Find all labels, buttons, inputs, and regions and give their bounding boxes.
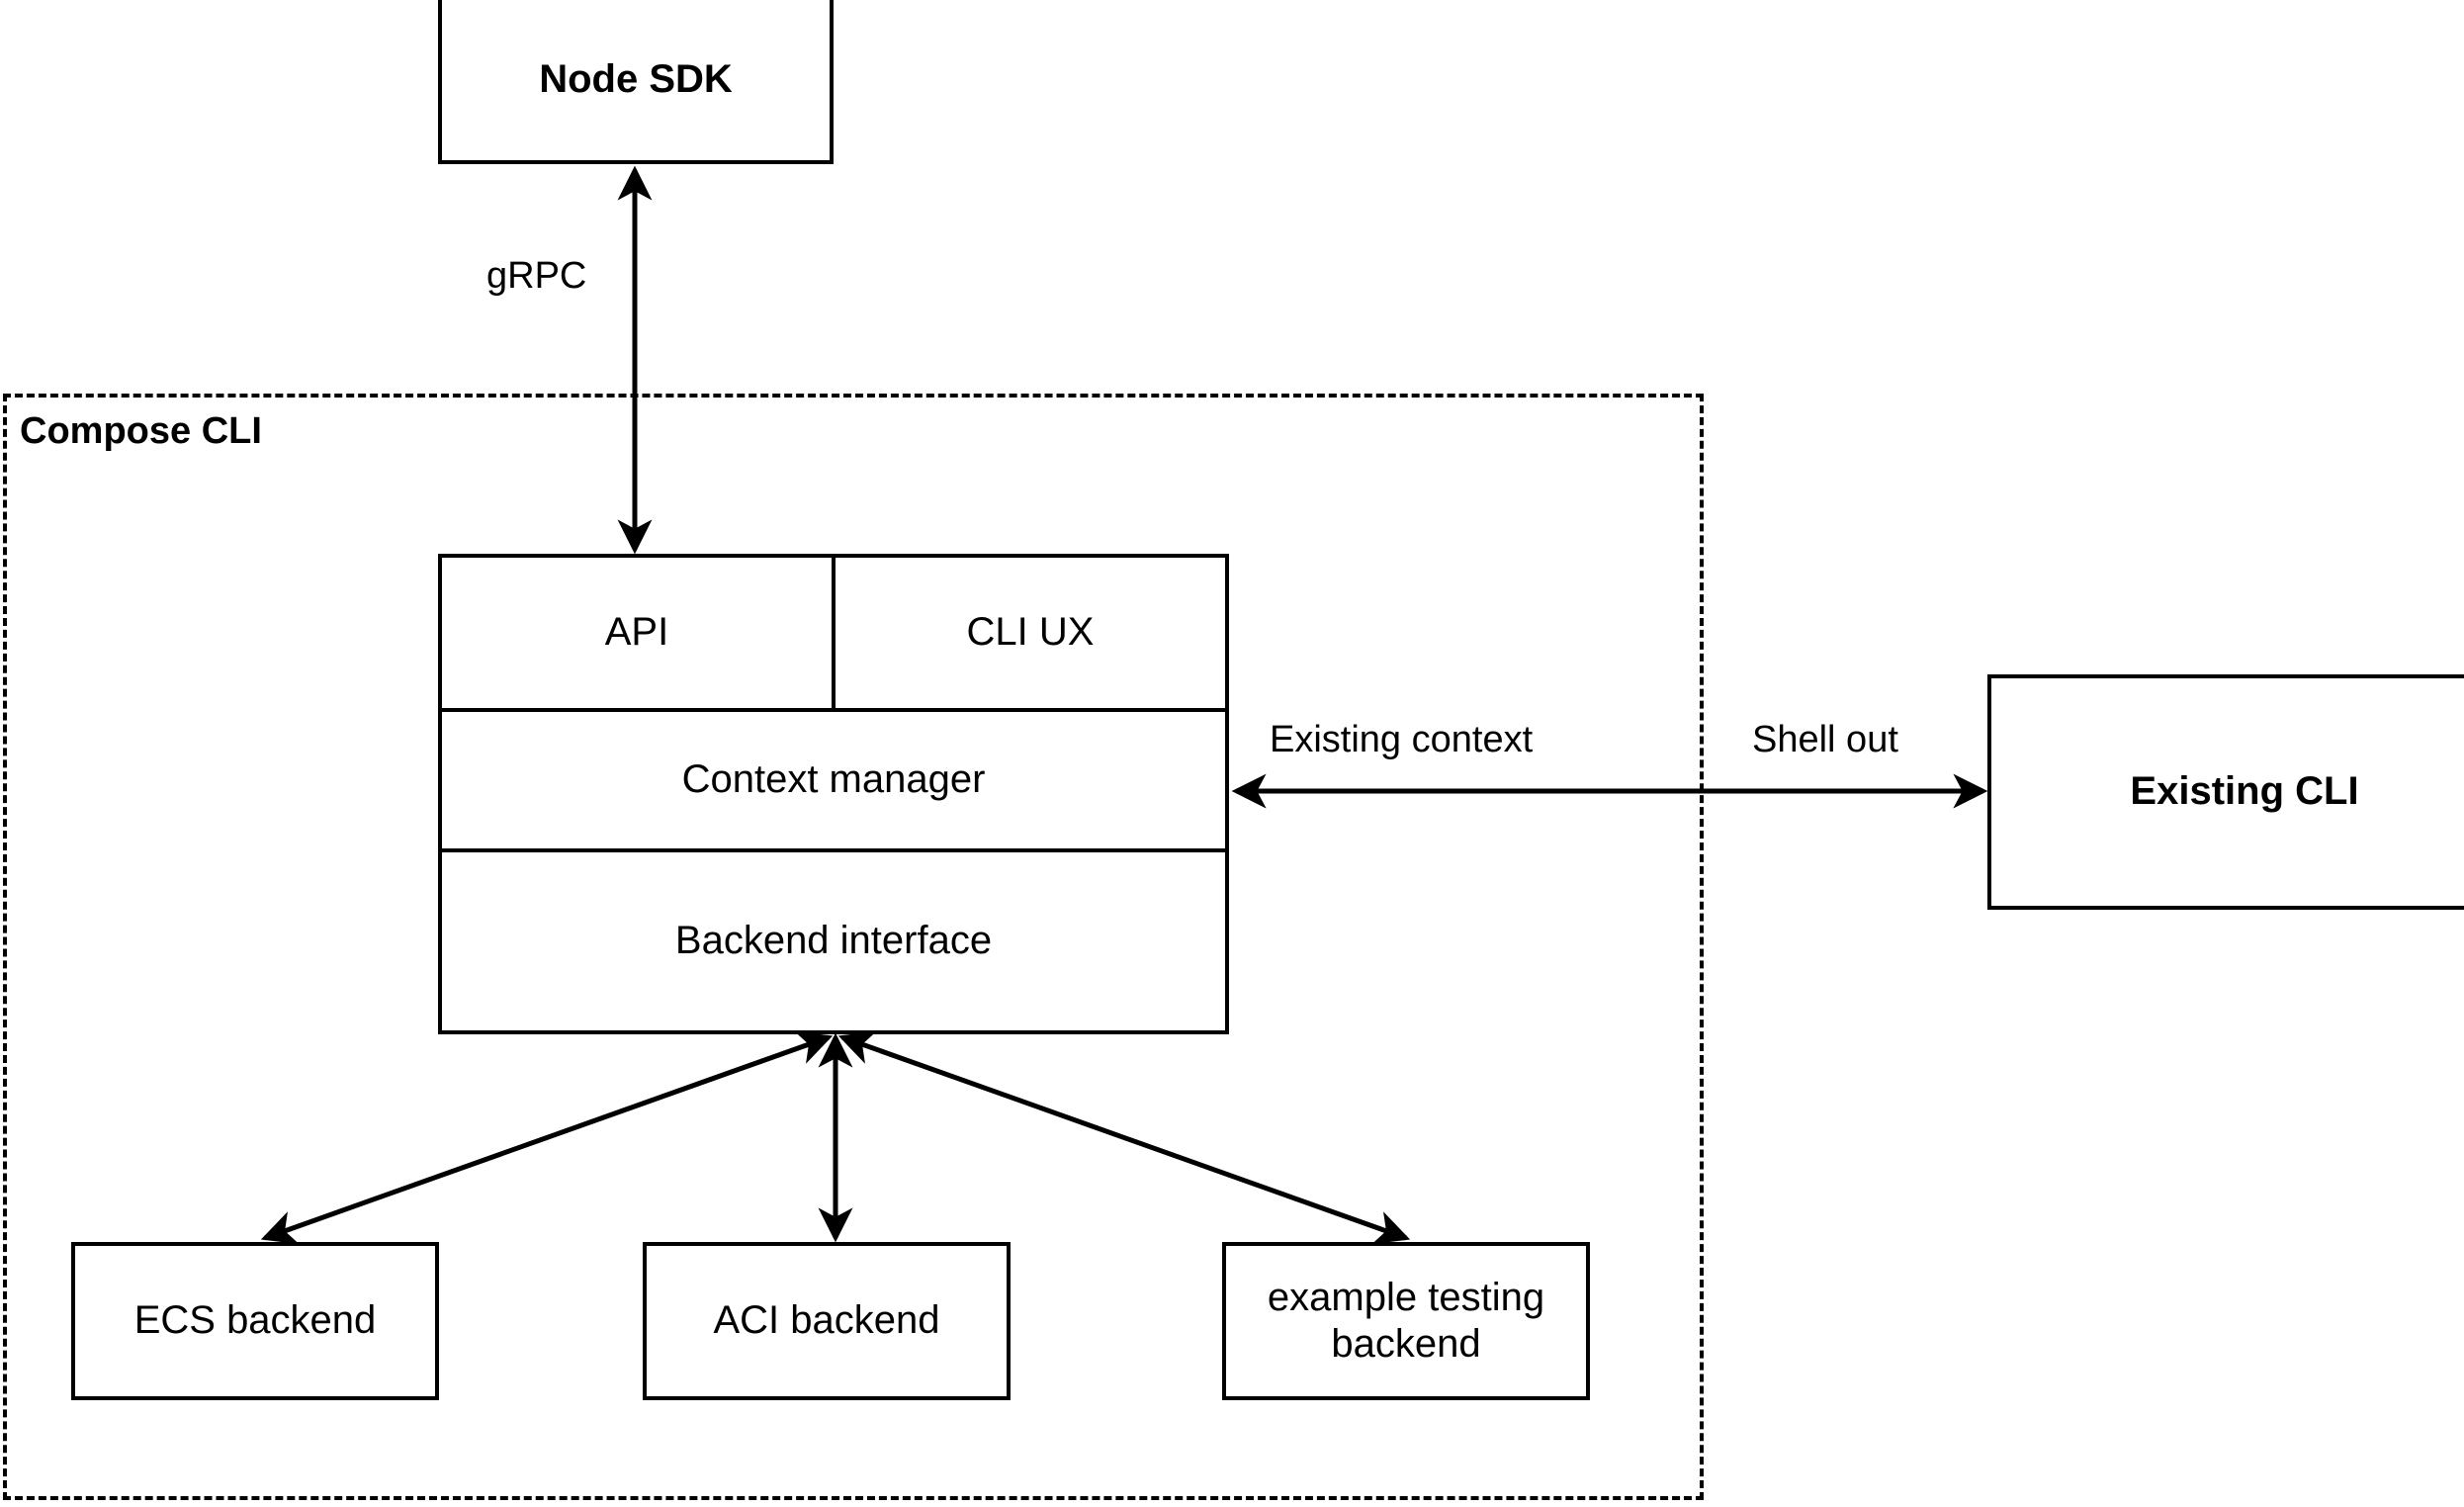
node-aci-backend-label: ACI backend: [713, 1298, 940, 1343]
node-api-label: API: [604, 610, 669, 655]
edge-label-grpc: gRPC: [486, 255, 587, 297]
node-ecs-backend-label: ECS backend: [133, 1298, 377, 1343]
node-node-sdk-label: Node SDK: [539, 57, 733, 102]
node-ecs-backend[interactable]: ECS backend: [71, 1242, 439, 1400]
node-backend-interface-label: Backend interface: [674, 919, 993, 963]
node-node-sdk[interactable]: Node SDK: [438, 0, 834, 164]
edge-label-existing-context: Existing context: [1270, 719, 1534, 760]
stack-divider-row2: [438, 848, 1229, 852]
node-aci-backend[interactable]: ACI backend: [643, 1242, 1011, 1400]
node-existing-cli[interactable]: Existing CLI: [1987, 674, 2464, 910]
node-context-manager[interactable]: Context manager: [442, 712, 1225, 848]
node-api[interactable]: API: [442, 558, 832, 708]
node-existing-cli-label: Existing CLI: [2130, 769, 2359, 814]
node-cli-ux-label: CLI UX: [966, 610, 1095, 655]
node-core-stack: [438, 554, 1229, 1034]
group-compose-cli-label: Compose CLI: [20, 410, 262, 452]
node-example-testing-backend[interactable]: example testing backend: [1222, 1242, 1590, 1400]
node-context-manager-label: Context manager: [681, 757, 986, 802]
node-backend-interface[interactable]: Backend interface: [442, 852, 1225, 1030]
group-compose-cli-boundary: [3, 394, 1704, 1500]
node-example-testing-backend-label-line1: example testing: [1267, 1275, 1545, 1319]
stack-divider-row1: [438, 708, 1229, 712]
node-cli-ux[interactable]: CLI UX: [836, 558, 1225, 708]
stack-divider-api-cliux: [832, 554, 836, 710]
node-example-testing-backend-label-line2: backend: [1331, 1322, 1481, 1366]
edge-label-shell-out: Shell out: [1752, 719, 1898, 760]
